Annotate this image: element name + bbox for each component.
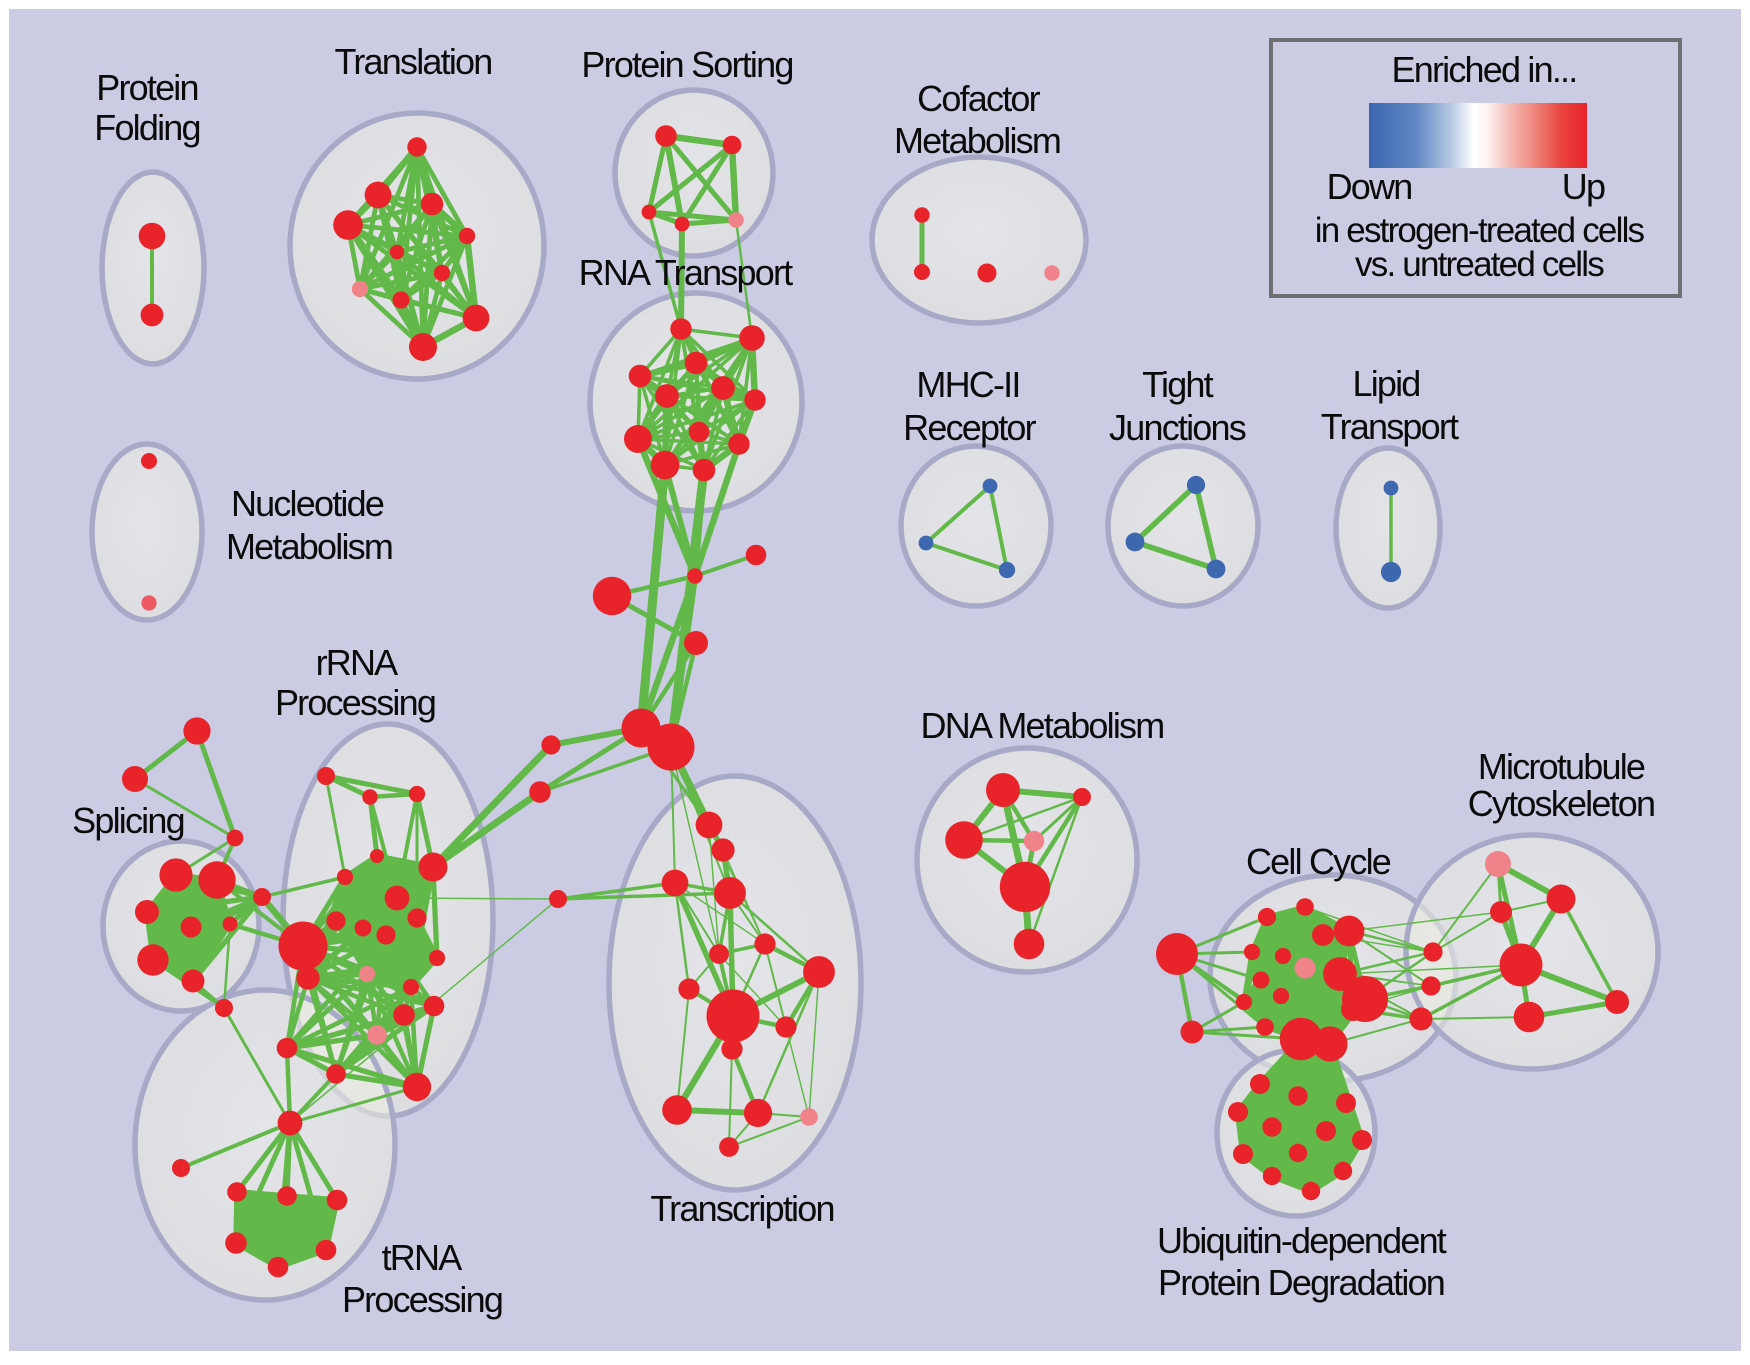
svg-text:Cofactor: Cofactor <box>917 78 1040 119</box>
svg-text:MHC-II: MHC-II <box>916 364 1019 405</box>
svg-text:in estrogen-treated cells: in estrogen-treated cells <box>1315 211 1645 250</box>
svg-text:DNA Metabolism: DNA Metabolism <box>921 705 1164 746</box>
svg-text:vs. untreated cells: vs. untreated cells <box>1355 245 1604 284</box>
svg-text:tRNA: tRNA <box>382 1237 463 1278</box>
svg-text:RNA Transport: RNA Transport <box>579 252 793 293</box>
svg-text:Translation: Translation <box>335 41 492 82</box>
svg-text:Metabolism: Metabolism <box>226 526 392 567</box>
svg-text:Metabolism: Metabolism <box>894 120 1060 161</box>
svg-text:Tight: Tight <box>1142 364 1213 405</box>
svg-text:Processing: Processing <box>342 1279 502 1320</box>
svg-text:Protein Sorting: Protein Sorting <box>581 44 792 85</box>
svg-text:rRNA: rRNA <box>316 642 399 683</box>
svg-text:Enriched in...: Enriched in... <box>1392 49 1577 90</box>
svg-text:Up: Up <box>1562 166 1605 207</box>
svg-text:Cell Cycle: Cell Cycle <box>1246 841 1391 882</box>
svg-text:Down: Down <box>1327 166 1412 207</box>
svg-text:Transport: Transport <box>1321 406 1459 447</box>
svg-text:Splicing: Splicing <box>72 800 184 841</box>
svg-text:Ubiquitin-dependent: Ubiquitin-dependent <box>1157 1220 1447 1261</box>
svg-text:Lipid: Lipid <box>1352 363 1419 404</box>
svg-text:Receptor: Receptor <box>903 407 1036 448</box>
svg-text:Transcription: Transcription <box>650 1188 833 1229</box>
svg-text:Folding: Folding <box>94 107 199 148</box>
svg-text:Nucleotide: Nucleotide <box>231 483 384 524</box>
svg-text:Protein: Protein <box>96 67 197 108</box>
svg-text:Microtubule: Microtubule <box>1478 746 1645 787</box>
svg-text:Junctions: Junctions <box>1109 407 1246 448</box>
svg-text:Cytoskeleton: Cytoskeleton <box>1468 783 1655 824</box>
svg-text:Processing: Processing <box>275 682 435 723</box>
svg-text:Protein Degradation: Protein Degradation <box>1158 1262 1444 1303</box>
